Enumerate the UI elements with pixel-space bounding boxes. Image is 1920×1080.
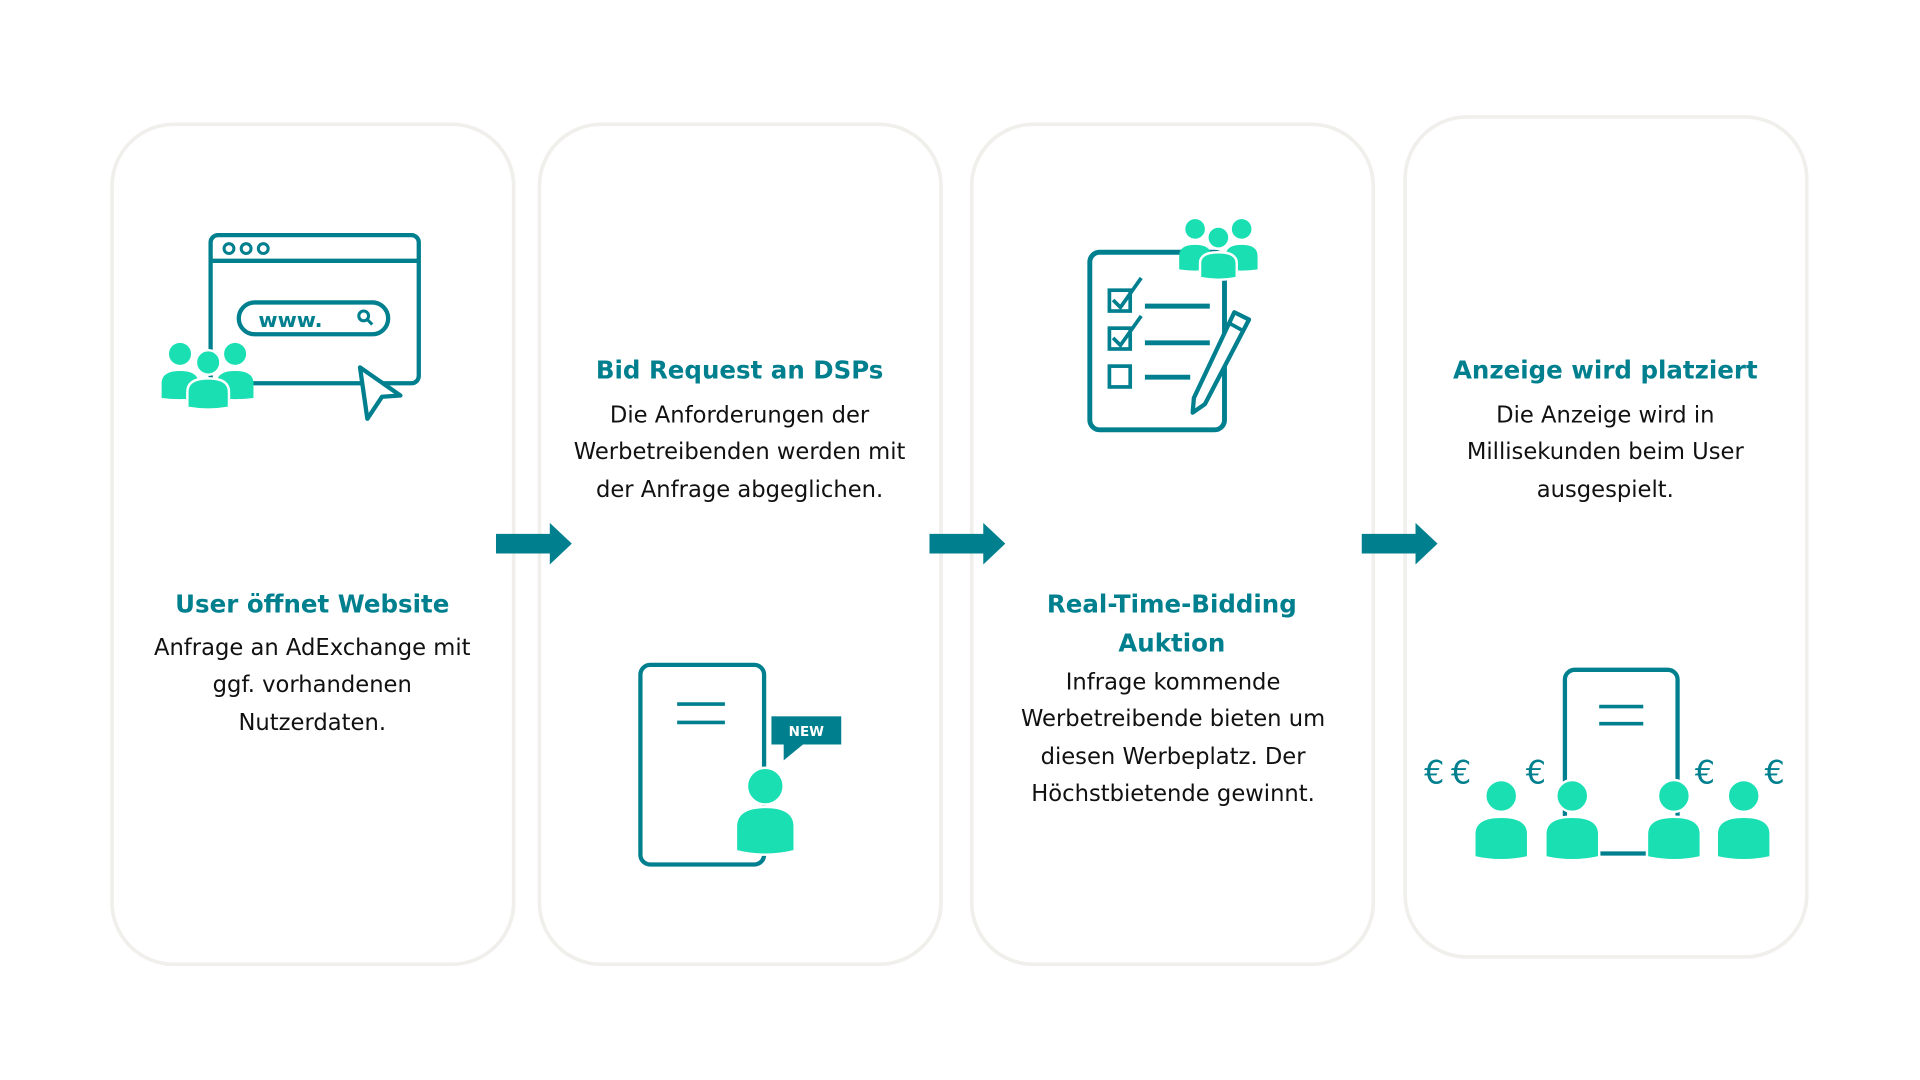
step-card-1 xyxy=(110,122,516,967)
euro-symbol: € xyxy=(1424,754,1444,792)
euro-symbol: € xyxy=(1765,754,1785,792)
step-2-title: Bid Request an DSPs xyxy=(595,355,884,385)
step-3-description: Infrage kommende Werbetreibende bieten u… xyxy=(1020,669,1326,807)
step-4-title: Anzeige wird platziert xyxy=(1452,355,1758,385)
step-3-title: Real-Time-Bidding Auktion xyxy=(1046,588,1297,658)
step-2-description: Die Anforderungen der Werbetreibenden we… xyxy=(573,402,906,503)
arrow-right-icon xyxy=(495,522,572,565)
arrow-right-icon xyxy=(1361,522,1438,565)
step-4-description: Die Anzeige wird in Millisekunden beim U… xyxy=(1466,402,1744,503)
checklist-users-icon xyxy=(1087,219,1258,433)
euro-symbol: € xyxy=(1451,754,1471,792)
step-1-title: User öffnet Website xyxy=(175,588,450,619)
euro-symbol: € xyxy=(1526,754,1546,792)
new-badge: NEW xyxy=(789,725,824,740)
phone-user-new-icon: NEW xyxy=(638,662,842,867)
browser-users-icon: www. xyxy=(161,232,421,421)
euro-symbol: € xyxy=(1695,754,1715,792)
phone-users-euro-icon: € € € € € xyxy=(1424,667,1785,862)
step-card-3 xyxy=(969,122,1376,967)
arrow-right-icon xyxy=(929,522,1006,565)
step-1-description: Anfrage an AdExchange mit ggf. vorhanden… xyxy=(153,635,471,736)
url-text: www. xyxy=(258,308,322,332)
